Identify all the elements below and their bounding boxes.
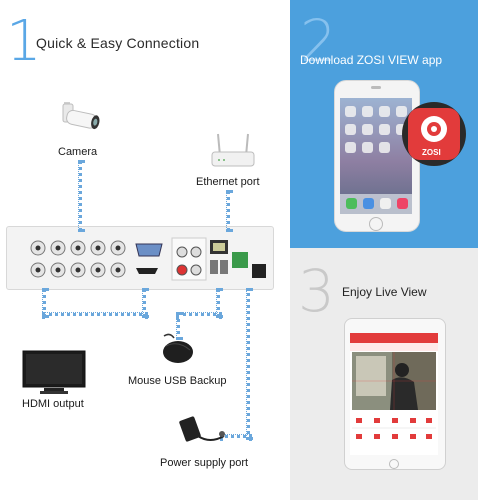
step-number: 2 (300, 7, 337, 75)
step-title: Enjoy Live View (342, 285, 427, 299)
hdmi-link-v (42, 288, 46, 318)
hdmi-link-up (142, 288, 146, 318)
ethernet-label: Ethernet port (196, 176, 260, 188)
app-label: ZOSI (422, 148, 441, 157)
mouse-label: Mouse USB Backup (128, 375, 227, 387)
power-label: Power supply port (160, 457, 249, 469)
mouse-icon (163, 333, 193, 363)
camera-label: Camera (58, 146, 98, 158)
mouse-link-v (216, 288, 220, 318)
step-number: 1 (6, 9, 42, 74)
app-tab-bar (350, 343, 438, 351)
phone-app-grid (340, 106, 412, 214)
power-link-v (246, 288, 250, 440)
app-controls[interactable] (352, 414, 436, 450)
tablet-home-button[interactable] (389, 459, 399, 469)
phone-speaker (371, 86, 381, 89)
dvr-rear-panel (6, 226, 274, 290)
power-adapter-icon (179, 416, 225, 442)
camera-icon (62, 102, 100, 130)
mouse-link-down (176, 312, 180, 340)
router-icon (211, 133, 255, 167)
step-title: Quick & Easy Connection (36, 35, 200, 51)
ethernet-link (226, 190, 230, 232)
dvr-ports (30, 237, 266, 281)
camera-link (78, 160, 82, 232)
hdmi-link-h (42, 312, 148, 316)
app-header-bar (350, 333, 438, 343)
live-view-video (352, 352, 436, 410)
hdmi-label: HDMI output (22, 398, 84, 410)
step-title: Download ZOSI VIEW app (300, 53, 443, 67)
app-camera-icon (421, 116, 447, 142)
monitor-icon (22, 350, 86, 394)
step-number: 3 (298, 257, 335, 325)
phone-home-button[interactable] (369, 217, 383, 231)
